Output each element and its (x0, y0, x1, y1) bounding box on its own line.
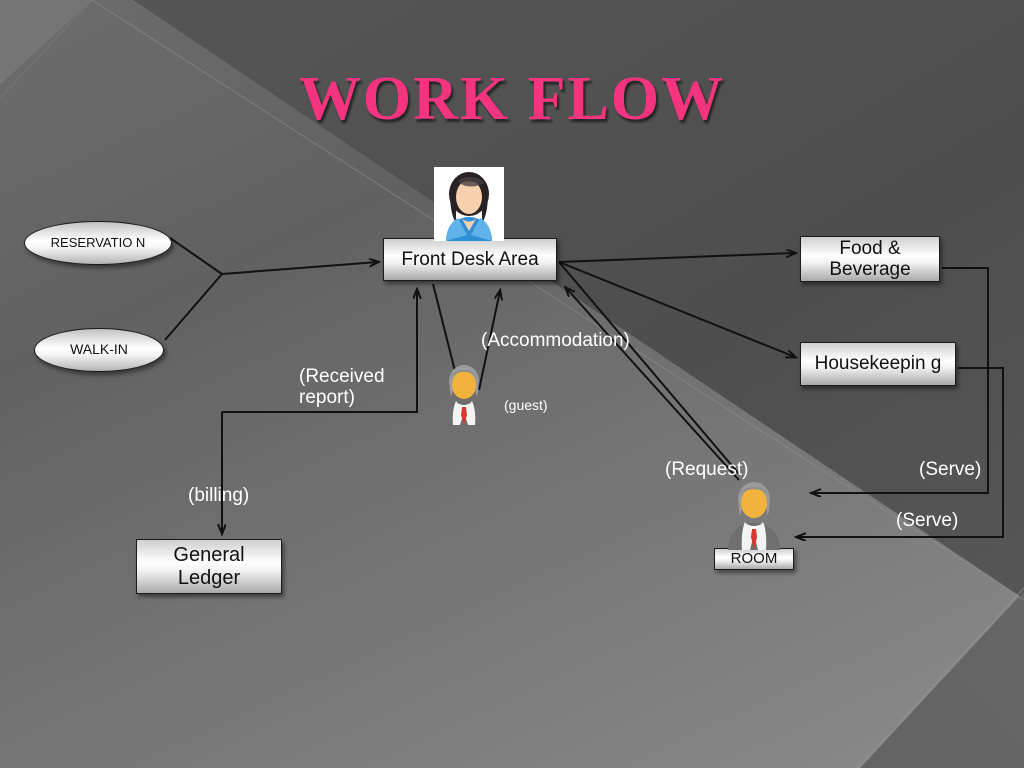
edge-label-serve-housekeeping: (Serve) (896, 510, 959, 531)
edge-label-billing: (billing) (188, 485, 250, 506)
edge-label-request: (Request) (665, 459, 749, 480)
page-title: WORK FLOW (298, 65, 726, 133)
node-room-label: ROOM (730, 549, 778, 567)
node-food-beverage[interactable]: Food & Beverage (800, 236, 940, 282)
node-walkin[interactable]: WALK-IN (34, 328, 164, 372)
node-housekeeping-label: Housekeepin g (814, 353, 942, 375)
guest-avatar-icon (434, 361, 494, 425)
node-reservation[interactable]: RESERVATIO N (24, 221, 172, 265)
edge-label-serve-food: (Serve) (919, 459, 982, 480)
node-room[interactable]: ROOM (714, 548, 794, 570)
receptionist-avatar-icon (434, 167, 504, 241)
node-general-ledger[interactable]: General Ledger (136, 539, 282, 594)
guest-avatar-icon (724, 477, 784, 550)
node-front-desk-area-label: Front Desk Area (401, 248, 539, 270)
edge-label-guest: (guest) (504, 397, 548, 413)
node-food-beverage-label: Food & Beverage (829, 237, 911, 280)
node-front-desk-area[interactable]: Front Desk Area (383, 238, 557, 281)
node-housekeeping[interactable]: Housekeepin g (800, 342, 956, 386)
node-walkin-label: WALK-IN (70, 341, 128, 358)
edge-label-accommodation: (Accommodation) (481, 330, 630, 351)
node-general-ledger-label: General Ledger (173, 544, 245, 589)
edge-label-received-report: (Received report) (299, 366, 385, 409)
node-reservation-label: RESERVATIO N (50, 234, 146, 250)
